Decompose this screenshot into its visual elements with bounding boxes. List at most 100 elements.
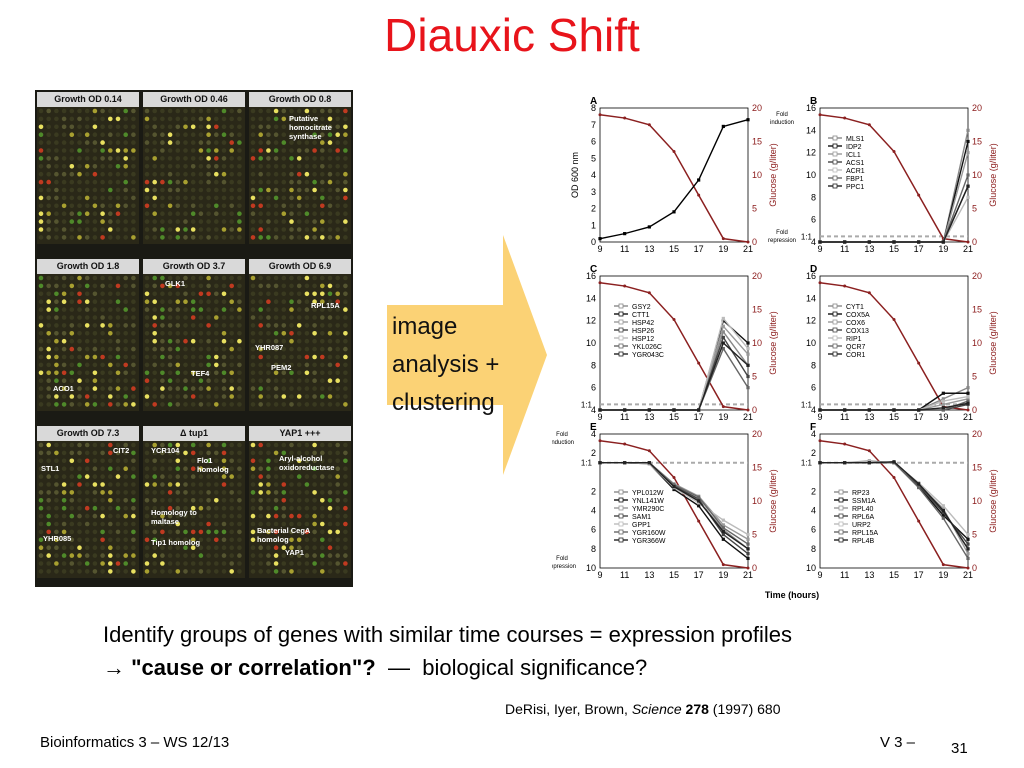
series-point xyxy=(647,225,651,229)
gene-label: CIT2 xyxy=(113,446,130,455)
gene-label: YCR104 xyxy=(151,446,180,455)
glucose-point xyxy=(598,113,602,117)
series-point xyxy=(966,139,970,144)
legend-marker xyxy=(838,513,844,519)
legend-entry: HSP12 xyxy=(632,336,654,343)
series-point xyxy=(966,195,970,199)
x-tick-label: 13 xyxy=(864,244,874,254)
series-point xyxy=(941,399,945,403)
legend-marker xyxy=(618,521,624,527)
series-point xyxy=(721,528,725,532)
x-tick-label: 17 xyxy=(694,412,704,422)
process-arrow xyxy=(387,235,547,475)
legend-entry: COR1 xyxy=(846,352,866,359)
body-line-2: → "cause or correlation"? — biological s… xyxy=(103,655,648,680)
legend-entry: ICL1 xyxy=(846,152,861,159)
glucose-point xyxy=(746,566,750,570)
series-point xyxy=(917,482,921,486)
y-tick-label: 14 xyxy=(806,293,816,303)
reference-label: 1:1 xyxy=(801,400,813,409)
gene-label: Homology to maltase xyxy=(151,508,197,526)
gene-label: Aryl-alcohol oxidoreductase xyxy=(279,454,335,472)
plot-frame xyxy=(819,107,969,243)
x-axis-label: Time (hours) xyxy=(765,590,819,600)
legend-marker xyxy=(832,151,838,157)
x-tick-label: 11 xyxy=(620,570,629,580)
glucose-point xyxy=(721,563,725,567)
series-point xyxy=(917,408,921,412)
panel-caption: Growth OD 0.8 xyxy=(249,92,351,107)
y-tick-label: 8 xyxy=(591,103,596,113)
y-tick-label: 1 xyxy=(591,220,596,230)
series-point xyxy=(746,386,750,390)
legend-marker xyxy=(832,175,838,181)
legend-entry: CTT1 xyxy=(632,312,650,319)
legend-entry: RPL6A xyxy=(852,514,875,521)
fold-repression-label: Fold xyxy=(776,230,788,236)
legend-entry: IDP2 xyxy=(846,144,862,151)
body-line-1: Identify groups of genes with similar ti… xyxy=(103,622,793,647)
glucose-point xyxy=(721,237,725,241)
citation: DeRisi, Iyer, Brown, Science 278 (1997) … xyxy=(505,701,781,717)
x-tick-label: 21 xyxy=(963,570,973,580)
glucose-point xyxy=(843,442,847,446)
reference-label: 1:1 xyxy=(581,400,593,409)
series-point xyxy=(746,542,750,546)
legend-marker xyxy=(838,489,844,495)
y2-tick-label: 20 xyxy=(972,429,982,439)
legend-marker xyxy=(618,319,624,325)
y-tick-label: 0 xyxy=(591,237,596,247)
x-tick-label: 11 xyxy=(620,412,629,422)
reference-label: 1:1 xyxy=(801,459,813,468)
slide-title: Diauxic Shift xyxy=(384,9,640,61)
legend-entry: RIP1 xyxy=(846,336,862,343)
panel-caption: Growth OD 1.8 xyxy=(37,259,139,274)
panel-caption: YAP1 +++ xyxy=(249,426,351,441)
series-point xyxy=(721,330,725,334)
y-tick-label: 16 xyxy=(806,271,816,281)
gene-label: Bacterial CegA homolog xyxy=(257,526,311,544)
series-point xyxy=(746,537,750,541)
legend-entry: HSP26 xyxy=(632,328,654,335)
legend-entry: RPL4B xyxy=(852,538,875,545)
series-point xyxy=(966,532,970,537)
glucose-line xyxy=(819,113,969,243)
legend-marker xyxy=(838,537,844,543)
footer-lecture: V 3 – xyxy=(880,734,916,751)
y2-axis-label: Glucose (g/liter) xyxy=(768,469,778,533)
series-point xyxy=(941,507,945,511)
legend-entry: COX6 xyxy=(846,320,865,327)
series-line xyxy=(600,330,749,411)
y-tick-label: 8 xyxy=(591,544,596,554)
series-point xyxy=(867,240,871,244)
glucose-point xyxy=(697,361,701,365)
glucose-point xyxy=(672,150,676,154)
series-point xyxy=(867,408,871,412)
gene-label: ACO1 xyxy=(53,384,74,393)
footer-course: Bioinformatics 3 – WS 12/13 xyxy=(40,734,230,751)
series-point xyxy=(867,461,871,465)
series-point xyxy=(672,487,676,492)
y-tick-label: 4 xyxy=(591,506,596,516)
y-axis-label: OD 600 nm xyxy=(570,152,580,198)
legend-entry: ACR1 xyxy=(846,168,865,175)
glucose-point xyxy=(892,150,896,154)
glucose-point xyxy=(966,240,970,244)
y-tick-label: 12 xyxy=(806,316,816,326)
legend-marker xyxy=(618,303,624,309)
legend-entry: GSY2 xyxy=(632,304,651,311)
series-point xyxy=(818,408,822,412)
y2-tick-label: 15 xyxy=(752,137,762,147)
x-tick-label: 15 xyxy=(669,244,679,254)
legend-marker xyxy=(832,167,838,173)
legend-entry: COX5A xyxy=(846,312,870,319)
legend-entry: COX13 xyxy=(846,328,869,335)
y-tick-label: 4 xyxy=(811,237,816,247)
y2-tick-label: 20 xyxy=(972,271,982,281)
series-point xyxy=(721,316,725,321)
legend-marker xyxy=(618,497,624,503)
y2-tick-label: 15 xyxy=(972,463,982,473)
series-point xyxy=(721,523,725,527)
